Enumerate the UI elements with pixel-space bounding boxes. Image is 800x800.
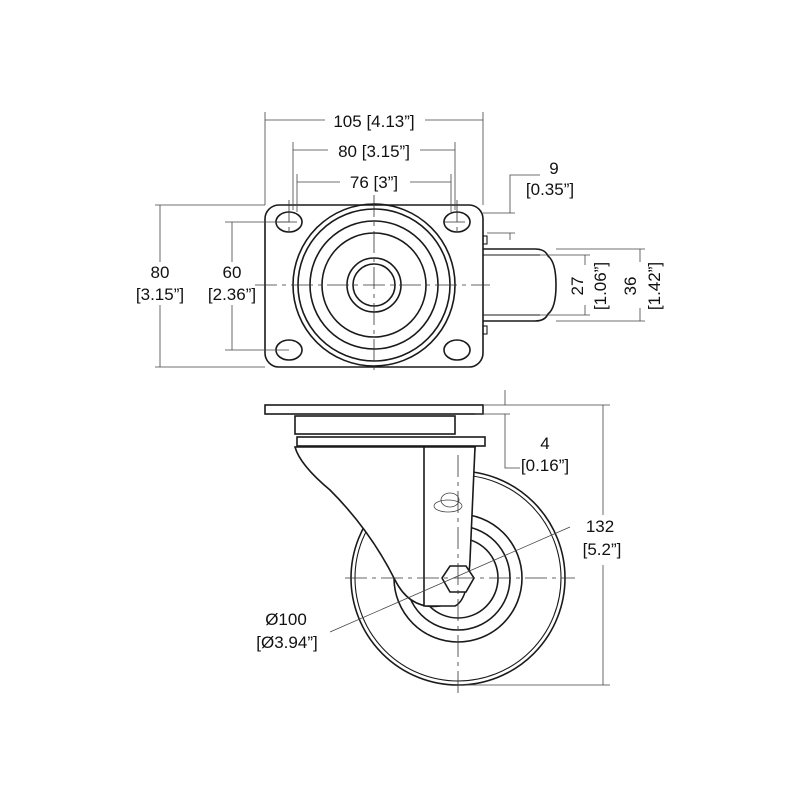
- dim-height-in: [3.15”]: [136, 285, 184, 304]
- dim-hole-span-y-mm: 60: [223, 263, 242, 282]
- top-view: 105 [4.13”] 80 [3.15”] 76 [3”] 9 [0.35”]…: [136, 112, 664, 375]
- dim-wheel-diameter-mm: Ø100: [265, 610, 307, 629]
- dim-wheel-width-mm: 36: [621, 277, 640, 296]
- dim-width-mm: 105 [4.13”]: [333, 112, 414, 131]
- fork-flange: [296, 436, 486, 447]
- side-view: 4 [0.16”] 132 [5.2”] Ø100 [Ø3.94”]: [256, 390, 621, 695]
- dim-overall-height-mm: 132: [586, 517, 614, 536]
- dim-height-mm: 80: [151, 263, 170, 282]
- dim-offset-mm: 9: [549, 159, 558, 178]
- dim-wheel-diameter-in: [Ø3.94”]: [256, 633, 317, 652]
- mounting-holes: [275, 211, 471, 361]
- dim-hole-span-x: 80 [3.15”]: [338, 142, 410, 161]
- dim-plate-thickness-in: [0.16”]: [521, 456, 569, 475]
- logo-icon: [433, 492, 463, 513]
- dim-hole-span-x-alt: 76 [3”]: [350, 173, 398, 192]
- swivel-bearing: [294, 415, 456, 435]
- dim-offset-in: [0.35”]: [526, 180, 574, 199]
- dim-wheel-width-in: [1.42”]: [645, 262, 664, 310]
- dim-plate-thickness-mm: 4: [540, 434, 549, 453]
- dim-overall-height-in: [5.2”]: [583, 540, 622, 559]
- wheel-top-outline: [483, 248, 557, 322]
- dim-tread-in: [1.06”]: [591, 262, 610, 310]
- dim-tread-mm: 27: [568, 277, 587, 296]
- side-plate: [264, 404, 484, 415]
- dim-hole-span-y-in: [2.36”]: [208, 285, 256, 304]
